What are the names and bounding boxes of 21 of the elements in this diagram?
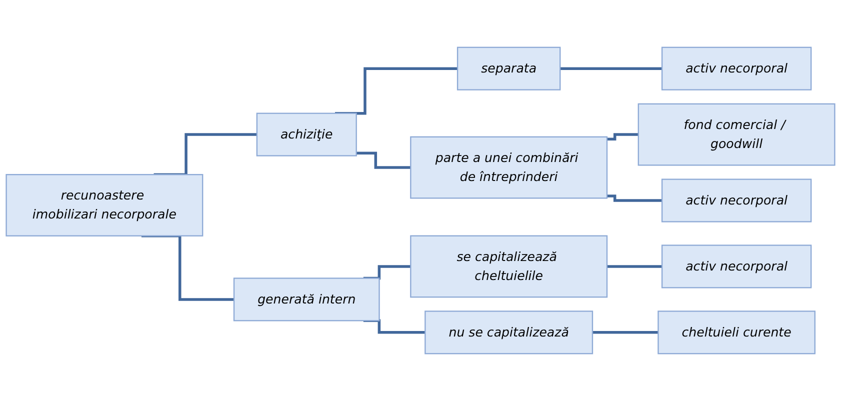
node-box: parte a unei combinări de întreprinderi xyxy=(410,136,608,199)
node-box: generată intern xyxy=(233,278,380,322)
connector xyxy=(606,194,662,202)
connector xyxy=(592,331,658,334)
connector xyxy=(363,265,411,280)
node-box: separata xyxy=(456,46,561,90)
node-box: nu se capitalizează xyxy=(424,310,594,354)
connector xyxy=(560,67,662,70)
node-box: activ necorporal xyxy=(661,46,812,90)
connector xyxy=(154,133,257,176)
connector xyxy=(141,234,234,301)
node-box: activ necorporal xyxy=(661,244,812,288)
node-box: se capitalizează cheltuielile xyxy=(410,235,608,298)
node-box: cheltuieli curente xyxy=(658,310,816,354)
node-box: activ necorporal xyxy=(661,178,812,222)
node-box: achiziţie xyxy=(256,112,357,156)
connector xyxy=(606,133,638,140)
node-box: recunoastere imobilizari necorporale xyxy=(6,174,204,236)
connector xyxy=(356,152,411,169)
node-box: fond comercial / goodwill xyxy=(638,103,836,166)
connector xyxy=(606,265,662,268)
